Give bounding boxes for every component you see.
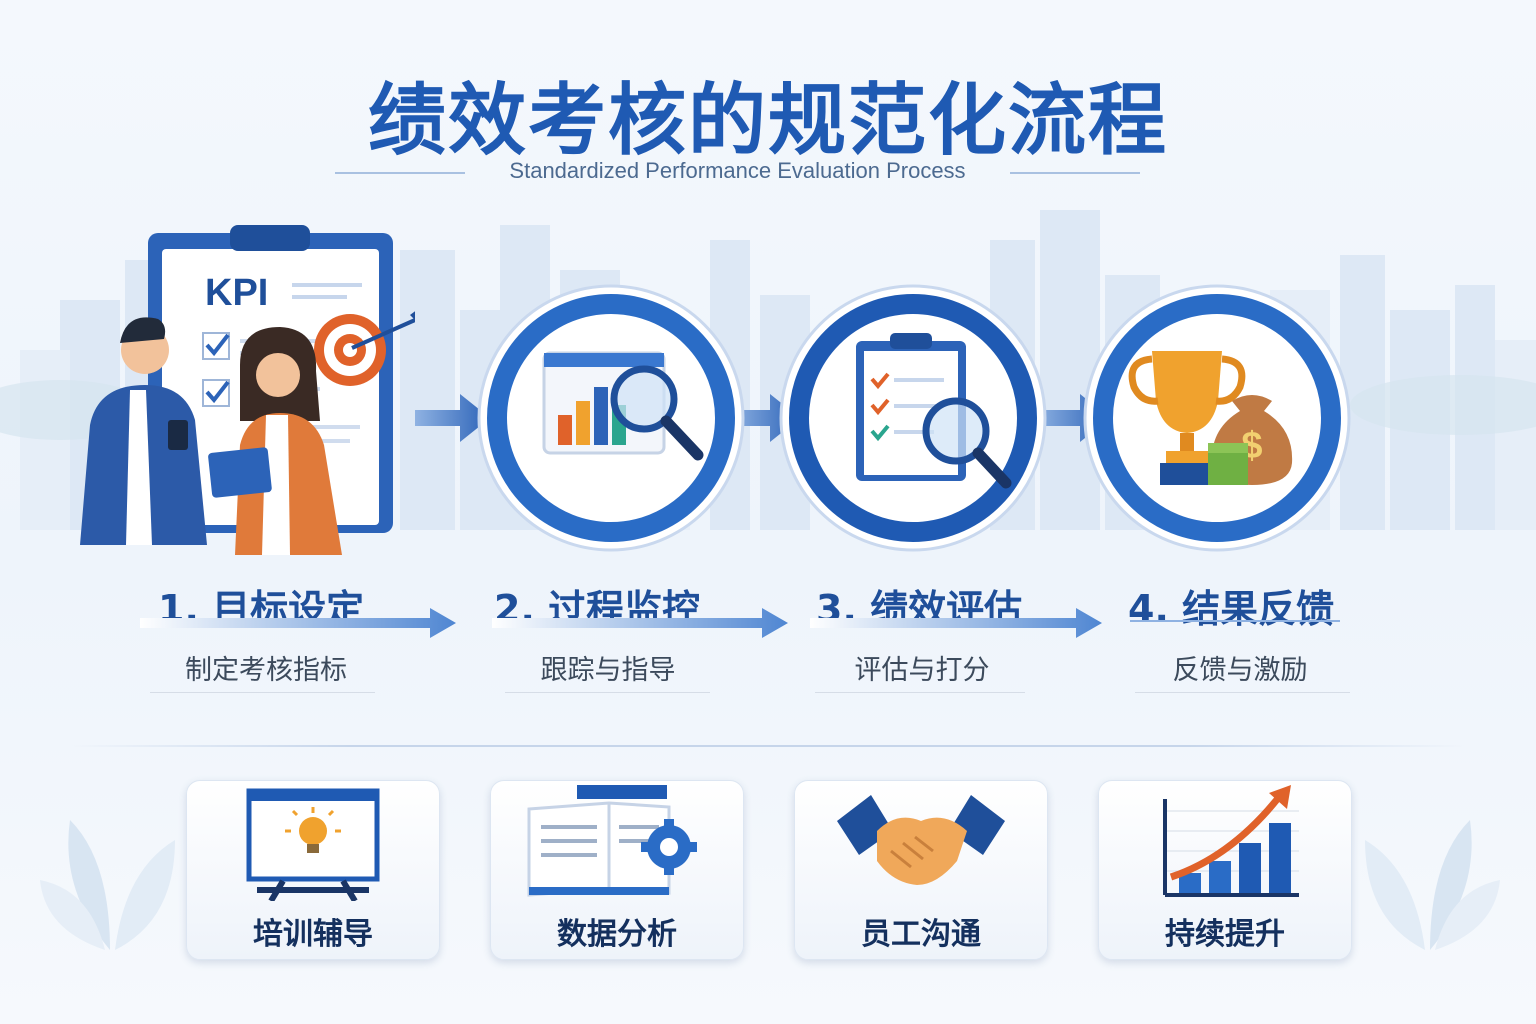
page-subtitle: Standardized Performance Evaluation Proc… (509, 158, 966, 183)
step-2-desc: 跟踪与指导 (540, 655, 676, 686)
checklist-magnifier-icon (856, 333, 1012, 489)
arrow-right-icon (415, 394, 490, 442)
kpi-clipboard-team-icon: KPI (80, 225, 415, 555)
subtitle-row: Standardized Performance Evaluation Proc… (335, 158, 1140, 188)
card-label: 持续提升 (1165, 917, 1285, 952)
desc-divider (150, 692, 375, 693)
card-data-analysis: 数据分析 (490, 780, 744, 960)
desc-divider (1135, 692, 1350, 693)
step-3-circle (778, 283, 1048, 553)
card-label: 员工沟通 (861, 917, 981, 952)
card-label: 数据分析 (557, 917, 677, 952)
subtitle-line-left (335, 172, 465, 174)
chart-magnifier-icon (542, 351, 704, 461)
desc-divider (815, 692, 1025, 693)
arrow-right-icon (810, 608, 1102, 638)
page-title: 绩效考核的规范化流程 (367, 76, 1168, 166)
card-training: 培训辅导 (186, 780, 440, 960)
arrow-right-icon (492, 608, 788, 638)
trophy-money-icon: $ (1128, 351, 1293, 485)
growth-chart-icon (1163, 785, 1299, 897)
leaf-decoration-icon (1365, 820, 1500, 950)
subtitle-line-right (1010, 172, 1140, 174)
card-employee-communication: 员工沟通 (794, 780, 1048, 960)
arrow-right-icon (140, 608, 456, 638)
step-1-desc: 制定考核指标 (185, 655, 347, 686)
step-3-desc: 评估与打分 (854, 655, 990, 686)
card-label: 培训辅导 (253, 917, 373, 952)
card-continuous-improvement: 持续提升 (1098, 780, 1352, 960)
desc-divider (505, 692, 710, 693)
step-4-title: 4. 结果反馈 (1128, 587, 1335, 631)
document-gear-icon (527, 785, 697, 897)
step-underline-arrows (140, 608, 1340, 638)
handshake-icon (837, 795, 1005, 885)
step-4-desc: 反馈与激励 (1172, 655, 1308, 686)
section-divider (70, 745, 1466, 747)
presentation-lightbulb-icon (246, 788, 380, 901)
leaf-decoration-icon (40, 820, 175, 950)
kpi-label: KPI (205, 272, 268, 314)
step-4-circle: $ (1082, 283, 1352, 553)
step-2-circle (476, 283, 746, 553)
